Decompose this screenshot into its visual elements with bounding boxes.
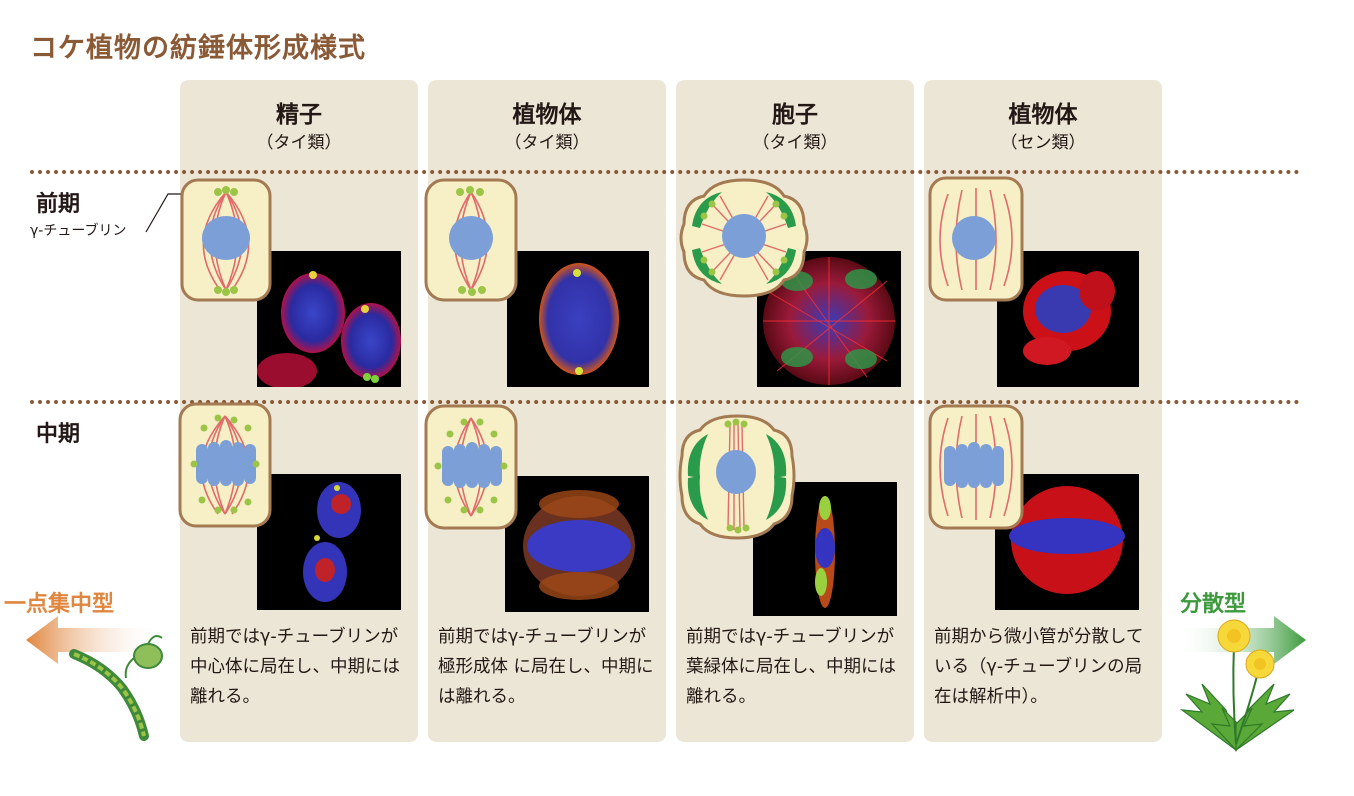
row-separator-middle [30, 400, 1300, 404]
description-sperm: 前期ではγ-チューブリンが中心体に局在し、中期には離れる。 [190, 627, 400, 707]
column-name: 植物体 [1008, 102, 1078, 128]
diagram-spore-prophase [678, 174, 810, 302]
description-liverwort-plant: 前期ではγ-チューブリンが極形成体 に局在し、中期には離れる。 [438, 627, 654, 707]
page-title: コケ植物の紡錘体形成様式 [30, 33, 366, 64]
diagram-sperm-metaphase [178, 402, 272, 528]
diagram-moss-plant-metaphase [928, 404, 1024, 530]
column-subtitle: （タイ類） [752, 133, 838, 153]
arrow-left-icon [26, 616, 162, 664]
diagram-moss-plant-prophase [928, 176, 1024, 302]
micrograph-sperm-prophase [257, 251, 401, 387]
row-separator-top [30, 170, 1300, 174]
column-name: 植物体 [512, 102, 582, 128]
column-header-3: 胞子 （タイ類） [676, 100, 914, 156]
column-subtitle: （タイ類） [504, 133, 590, 153]
description-moss-plant: 前期から微小管が分散している（γ-チューブリンの局在は解析中）。 [934, 627, 1144, 707]
micrograph-liverwort-plant-metaphase [505, 476, 649, 612]
column-header-2: 植物体 （タイ類） [428, 100, 666, 156]
column-header-4: 植物体 （セン類） [924, 100, 1162, 156]
diagram-spore-metaphase [678, 412, 796, 542]
description-spore: 前期ではγ-チューブリンが葉緑体に局在し、中期には離れる。 [686, 627, 896, 707]
column-subtitle: （セン類） [1000, 133, 1086, 153]
column-name: 胞子 [772, 102, 818, 128]
column-name: 精子 [276, 102, 322, 128]
row-label-metaphase: 中期 [36, 422, 81, 447]
label-focused-type: 一点集中型 [4, 592, 115, 617]
gamma-tubulin-label: γ-チューブリン [30, 223, 127, 239]
diagram-liverwort-plant-prophase [424, 178, 518, 302]
diagram-liverwort-plant-metaphase [424, 404, 518, 530]
column-header-1: 精子 （タイ類） [180, 100, 418, 156]
column-subtitle: （タイ類） [256, 133, 342, 153]
diagram-sperm-prophase [180, 178, 272, 302]
micrograph-liverwort-plant-prophase [507, 251, 649, 387]
row-label-prophase: 前期 [36, 192, 81, 217]
moss-protonema-icon [69, 635, 163, 741]
micrograph-sperm-metaphase [257, 474, 401, 610]
dandelion-icon [1179, 619, 1295, 752]
label-dispersed-type: 分散型 [1180, 592, 1247, 617]
